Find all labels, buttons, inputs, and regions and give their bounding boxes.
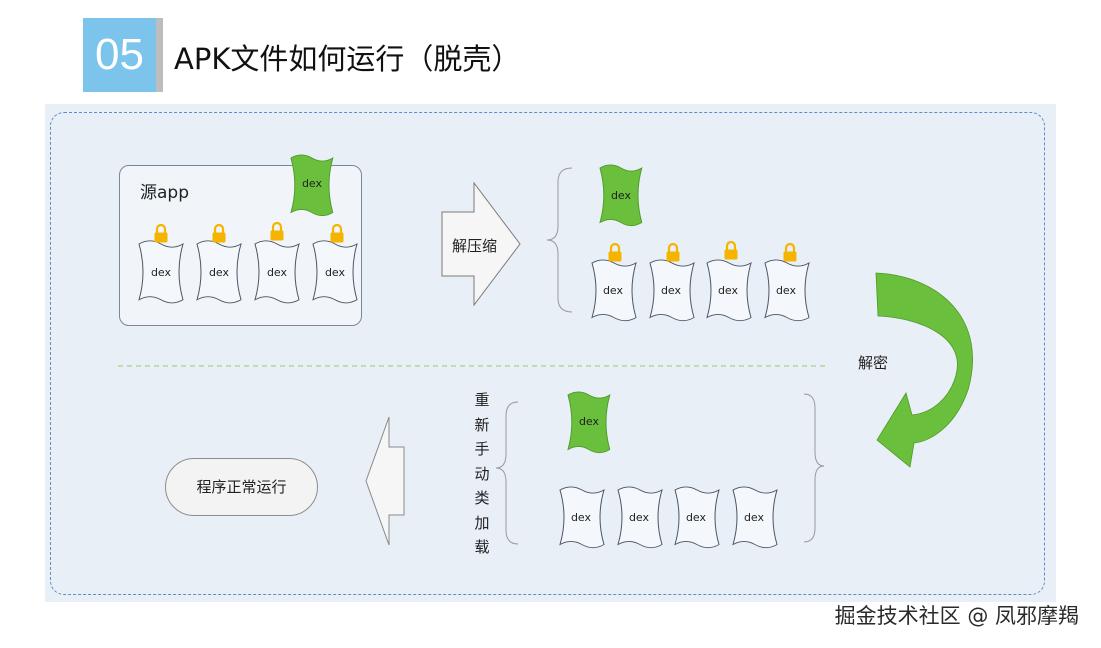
decrypt-step-label: 解密 xyxy=(858,354,889,372)
dex-file-green: dex xyxy=(290,154,334,217)
dex-file-decrypted: dex xyxy=(732,486,778,549)
reload-left-brace xyxy=(495,401,519,545)
lock-icon xyxy=(269,221,285,242)
reload-right-brace xyxy=(803,393,825,543)
lock-icon xyxy=(607,242,623,263)
decrypt-arrow xyxy=(875,272,973,468)
dex-label: dex xyxy=(267,266,288,279)
lock-icon xyxy=(665,242,681,263)
dex-label: dex xyxy=(325,266,346,279)
lock-icon xyxy=(782,242,798,263)
dex-label: dex xyxy=(776,284,797,297)
lock-icon xyxy=(723,240,739,261)
dex-file-encrypted: dex xyxy=(649,259,695,322)
dex-file-encrypted: dex xyxy=(591,259,637,322)
source-app-label: 源app xyxy=(140,183,189,203)
result-node: 程序正常运行 xyxy=(165,458,318,516)
lock-icon xyxy=(211,223,227,244)
reload-arrow xyxy=(365,416,405,546)
lock-icon xyxy=(329,223,345,244)
dex-file-encrypted: dex xyxy=(196,240,242,304)
dex-file-encrypted: dex xyxy=(312,240,358,304)
unzip-step-label: 解压缩 xyxy=(452,237,498,255)
dex-file-encrypted: dex xyxy=(706,259,752,322)
dex-label: dex xyxy=(661,284,682,297)
dex-label: dex xyxy=(629,511,650,524)
section-number-accent xyxy=(156,18,163,92)
dex-file-encrypted: dex xyxy=(138,240,184,304)
dex-label: dex xyxy=(209,266,230,279)
section-number: 05 xyxy=(83,18,156,92)
dex-label: dex xyxy=(302,177,323,190)
dex-label: dex xyxy=(744,511,765,524)
dex-label: dex xyxy=(611,189,632,202)
dex-file-encrypted: dex xyxy=(764,259,810,322)
watermark: 掘金技术社区 @ 凤邪摩羯 xyxy=(834,604,1079,628)
dex-file-green: dex xyxy=(567,391,611,454)
dex-file-decrypted: dex xyxy=(617,486,663,549)
unzip-arrow xyxy=(441,181,521,307)
dex-label: dex xyxy=(603,284,624,297)
dex-label: dex xyxy=(571,511,592,524)
page-title: APK文件如何运行（脱壳） xyxy=(174,42,521,76)
unzip-left-brace xyxy=(546,167,573,313)
dex-file-decrypted: dex xyxy=(559,486,605,549)
dex-label: dex xyxy=(718,284,739,297)
dex-file-decrypted: dex xyxy=(674,486,720,549)
dex-file-encrypted: dex xyxy=(254,240,300,304)
dex-label: dex xyxy=(686,511,707,524)
dex-file-green: dex xyxy=(599,164,643,227)
dex-label: dex xyxy=(151,266,172,279)
lock-icon xyxy=(153,223,169,244)
diagram-panel-border xyxy=(50,112,1045,595)
reload-step-label: 重新手动类加载 xyxy=(474,391,490,556)
dex-label: dex xyxy=(579,415,600,428)
